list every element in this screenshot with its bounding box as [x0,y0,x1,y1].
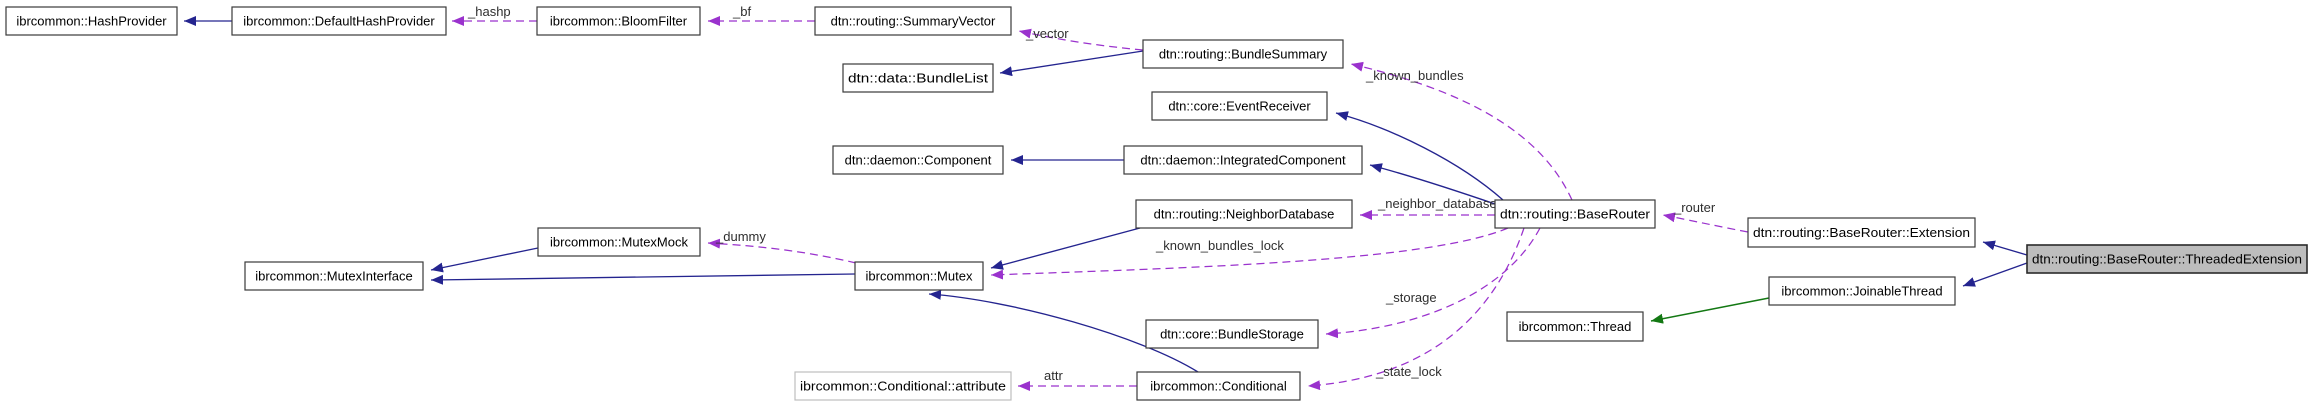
edge-label-usage-extension-to-baserouter: _router [1673,200,1716,215]
class-node-label-mutex: ibrcommon::Mutex [866,269,973,284]
class-node-box-mutex [854,261,984,291]
class-node-box-threaded-extension [2026,244,2308,274]
edge-inherit-threadedextension-to-joinablethread [1962,262,2028,287]
class-node-bundle-list[interactable]: dtn::data::BundleList [842,63,994,93]
class-node-label-thread: ibrcommon::Thread [1519,319,1632,334]
edge-inherit-joinablethread-to-thread [1650,297,1770,324]
class-node-joinable-thread[interactable]: ibrcommon::JoinableThread [1768,276,1956,306]
class-node-box-mutex-mock [537,227,701,257]
class-node-integrated-component[interactable]: dtn::daemon::IntegratedComponent [1123,145,1363,175]
class-node-box-bundle-storage [1145,319,1319,349]
class-node-box-mutex-interface [244,261,424,291]
class-node-box-bundle-summary [1142,39,1344,69]
class-node-summary-vector[interactable]: dtn::routing::SummaryVector [814,6,1012,36]
class-node-label-mutex-mock: ibrcommon::MutexMock [550,235,688,250]
class-node-mutex-interface[interactable]: ibrcommon::MutexInterface [244,261,424,291]
edge-usage-extension-to-baserouter [1662,212,1749,233]
class-node-extension[interactable]: dtn::routing::BaseRouter::Extension [1747,217,1976,248]
edge-inherit-mutexmock-to-mutexinterface [430,247,539,273]
class-node-box-joinable-thread [1768,276,1956,306]
edge-label-usage-baserouter-to-conditional: _state_lock [1375,364,1442,379]
edge-label-usage-summaryvector-to-bloomfilter: _bf [732,4,751,19]
nodes-layer: ibrcommon::HashProvider ibrcommon::Defaul… [5,6,2308,401]
class-node-box-conditional-attribute [794,371,1012,401]
class-node-label-mutex-interface: ibrcommon::MutexInterface [255,269,413,284]
class-node-conditional-attribute[interactable]: ibrcommon::Conditional::attribute [794,371,1012,401]
edge-label-usage-baserouter-to-bundlesummary: _known_bundles [1365,68,1464,83]
class-node-label-neighbor-database: dtn::routing::NeighborDatabase [1154,207,1335,222]
edge-usage-baserouter-to-conditional [1307,227,1525,391]
class-node-box-default-hash-provider [231,6,447,36]
edge-label-usage-bloomfilter-to-defaulthashprovider: _hashp [467,4,511,19]
edge-inherit-neighbordatabase-to-mutex [990,227,1141,270]
class-node-label-bundle-summary: dtn::routing::BundleSummary [1159,47,1328,62]
class-node-label-threaded-extension: dtn::routing::BaseRouter::ThreadedExtens… [2032,252,2302,267]
edge-label-usage-bundlesummary-to-summaryvector: _vector [1025,26,1069,41]
edge-usage-bundlesummary-to-summaryvector [1018,28,1144,51]
class-node-hash-provider[interactable]: ibrcommon::HashProvider [5,6,178,36]
class-node-label-extension: dtn::routing::BaseRouter::Extension [1753,225,1970,240]
edge-label-usage-conditional-to-attribute: attr [1044,368,1063,383]
class-node-label-default-hash-provider: ibrcommon::DefaultHashProvider [243,14,435,29]
class-node-box-bloom-filter [536,6,701,36]
class-node-bloom-filter[interactable]: ibrcommon::BloomFilter [536,6,701,36]
class-node-label-base-router: dtn::routing::BaseRouter [1500,207,1651,222]
class-node-threaded-extension: dtn::routing::BaseRouter::ThreadedExtens… [2026,244,2308,274]
edge-usage-mutex-to-mutexmock [707,238,857,264]
class-node-box-base-router [1494,199,1656,229]
class-node-conditional[interactable]: ibrcommon::Conditional [1136,371,1301,401]
edges-layer [184,16,2028,391]
class-node-label-hash-provider: ibrcommon::HashProvider [16,14,167,29]
edge-inherit-threadedextension-to-extension [1982,240,2028,256]
class-node-mutex-mock[interactable]: ibrcommon::MutexMock [537,227,701,257]
edge-inherit-mutex-to-mutexinterface [430,273,856,285]
class-node-box-thread [1506,311,1644,342]
class-node-bundle-summary[interactable]: dtn::routing::BundleSummary [1142,39,1344,69]
edge-inherit-baserouter-to-eventreceiver [1335,111,1504,201]
class-node-neighbor-database[interactable]: dtn::routing::NeighborDatabase [1135,199,1353,229]
edge-usage-baserouter-to-bundlestorage [1325,227,1541,339]
class-node-box-hash-provider [5,6,178,36]
edge-label-usage-baserouter-to-bundlestorage: _storage [1385,290,1437,305]
class-node-box-extension [1747,217,1976,248]
edge-usage-baserouter-to-mutex-knownbundleslock [990,227,1509,280]
class-node-box-neighbor-database [1135,199,1353,229]
class-node-box-summary-vector [814,6,1012,36]
class-node-label-integrated-component: dtn::daemon::IntegratedComponent [1140,153,1346,168]
class-node-bundle-storage[interactable]: dtn::core::BundleStorage [1145,319,1319,349]
class-node-box-event-receiver [1151,91,1328,121]
class-node-label-event-receiver: dtn::core::EventReceiver [1168,99,1311,114]
class-node-label-conditional-attribute: ibrcommon::Conditional::attribute [800,379,1006,394]
class-node-box-component [832,145,1004,175]
class-node-label-joinable-thread: ibrcommon::JoinableThread [1781,284,1942,299]
class-node-label-conditional: ibrcommon::Conditional [1150,379,1287,394]
edge-inherit-conditional-to-mutex [928,289,1199,373]
class-node-mutex[interactable]: ibrcommon::Mutex [854,261,984,291]
edge-inherit-bundlesummary-to-bundlelist [999,50,1144,77]
class-node-component[interactable]: dtn::daemon::Component [832,145,1004,175]
class-node-event-receiver[interactable]: dtn::core::EventReceiver [1151,91,1328,121]
class-node-base-router[interactable]: dtn::routing::BaseRouter [1494,199,1656,229]
class-node-label-bundle-list: dtn::data::BundleList [848,71,988,86]
edge-labels-layer: _hashp _bf _vector _known_bundles _neighbor_… [467,4,1716,383]
class-node-box-conditional [1136,371,1301,401]
class-node-label-bundle-storage: dtn::core::BundleStorage [1160,327,1304,342]
edge-usage-baserouter-to-bundlesummary [1350,61,1573,201]
class-node-label-bloom-filter: ibrcommon::BloomFilter [550,14,688,29]
class-node-box-bundle-list [842,63,994,93]
edge-inherit-baserouter-to-integratedcomponent [1369,163,1499,206]
edge-label-usage-baserouter-to-mutex-knownbundleslock: _known_bundles_lock [1155,238,1284,253]
edge-label-usage-baserouter-to-neighbordatabase: _neighbor_database [1377,196,1497,211]
class-node-default-hash-provider[interactable]: ibrcommon::DefaultHashProvider [231,6,447,36]
edge-label-usage-mutex-to-mutexmock: _dummy [715,229,766,244]
class-node-thread[interactable]: ibrcommon::Thread [1506,311,1644,342]
class-node-label-summary-vector: dtn::routing::SummaryVector [831,14,996,29]
class-node-box-integrated-component [1123,145,1363,175]
class-node-label-component: dtn::daemon::Component [845,153,992,168]
